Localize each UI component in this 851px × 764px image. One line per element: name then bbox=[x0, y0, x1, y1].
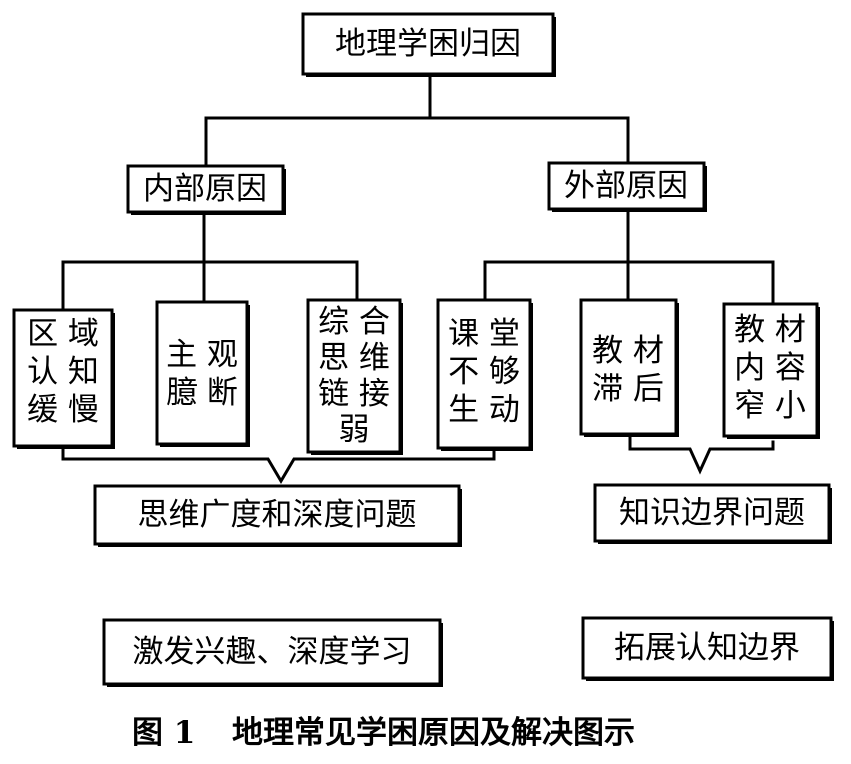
node-textbook-content-line: 内 容 bbox=[734, 350, 806, 386]
node-textbook-content-line: 窄 小 bbox=[734, 388, 806, 424]
node-regional-cognition-line: 区 域 bbox=[27, 316, 99, 352]
node-comprehensive-thinking-line: 思 维 bbox=[318, 340, 390, 376]
node-knowledge-boundary-problem-label: 知识边界问题 bbox=[619, 495, 805, 531]
node-interest-learning-label: 激发兴趣、深度学习 bbox=[133, 634, 412, 670]
hollow-arrows bbox=[241, 544, 741, 617]
node-external-causes-label: 外部原因 bbox=[564, 168, 688, 204]
node-comprehensive-thinking: 综 合 思 维 链 接 弱 bbox=[306, 298, 403, 455]
node-root-label: 地理学困归因 bbox=[335, 26, 521, 62]
node-expand-boundary: 拓展认知边界 bbox=[581, 616, 834, 681]
figure-caption-label: 图 1 bbox=[132, 715, 195, 751]
node-comprehensive-thinking-line: 综 合 bbox=[318, 304, 390, 340]
figure-caption: 图 1 地理常见学困原因及解决图示 bbox=[132, 715, 635, 751]
node-interest-learning: 激发兴趣、深度学习 bbox=[102, 618, 443, 687]
node-internal-causes-label: 内部原因 bbox=[143, 171, 267, 207]
brace-connectors bbox=[61, 435, 775, 484]
node-textbook-content: 教 材 内 容 窄 小 bbox=[722, 302, 820, 439]
node-textbook-content-line: 教 材 bbox=[734, 312, 806, 348]
node-classroom-line: 生 动 bbox=[448, 392, 520, 428]
node-regional-cognition-line: 缓 慢 bbox=[27, 392, 99, 428]
node-thinking-problem-label: 思维广度和深度问题 bbox=[138, 497, 417, 533]
node-comprehensive-thinking-line: 弱 bbox=[339, 412, 370, 448]
node-classroom: 课 堂 不 够 生 动 bbox=[436, 298, 533, 451]
node-regional-cognition-line: 认 知 bbox=[27, 354, 99, 390]
figure-caption-title: 地理常见学困原因及解决图示 bbox=[232, 715, 635, 751]
node-root: 地理学困归因 bbox=[301, 12, 556, 77]
node-expand-boundary-label: 拓展认知边界 bbox=[614, 630, 800, 666]
node-regional-cognition: 区 域 认 知 缓 慢 bbox=[12, 308, 115, 449]
node-subjective-judgment: 主 观 臆 断 bbox=[155, 300, 250, 447]
node-knowledge-boundary-problem: 知识边界问题 bbox=[593, 483, 832, 544]
node-classroom-line: 课 堂 bbox=[448, 316, 520, 352]
node-subjective-judgment-line: 主 观 bbox=[166, 337, 238, 373]
node-comprehensive-thinking-line: 链 接 bbox=[318, 376, 390, 412]
node-subjective-judgment-line: 臆 断 bbox=[166, 375, 238, 411]
down-arrow-left bbox=[241, 546, 305, 617]
node-textbook-lag: 教 材 滞 后 bbox=[579, 298, 679, 437]
node-classroom-line: 不 够 bbox=[448, 354, 520, 390]
node-internal-causes: 内部原因 bbox=[126, 164, 286, 215]
node-textbook-lag-line: 教 材 bbox=[592, 333, 664, 369]
node-textbook-lag-line: 滞 后 bbox=[592, 371, 664, 407]
connector-lines bbox=[61, 72, 775, 312]
node-external-causes: 外部原因 bbox=[547, 161, 707, 212]
node-thinking-problem: 思维广度和深度问题 bbox=[93, 484, 462, 547]
down-arrow-right bbox=[675, 544, 741, 617]
